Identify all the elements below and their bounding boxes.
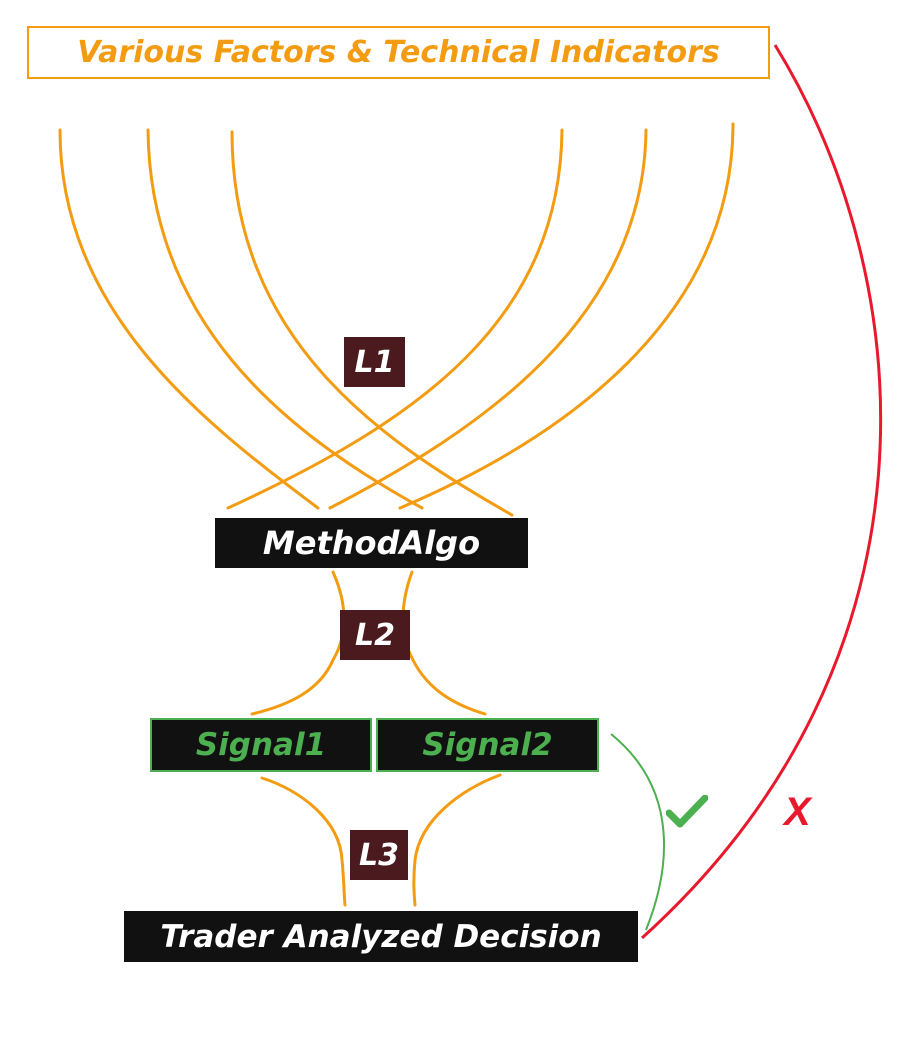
factors-title-box: Various Factors & Technical Indicators <box>27 26 770 79</box>
factor-curve-4 <box>226 128 564 510</box>
signal2-to-decision-curve <box>412 773 502 907</box>
factor-curve-1 <box>58 128 320 510</box>
factor-curve-3 <box>230 130 514 517</box>
layer2-curves <box>250 570 487 716</box>
layer3-curves <box>260 773 502 907</box>
accepted-path <box>610 733 666 931</box>
signal1-box: Signal1 <box>150 718 372 772</box>
method-algo-label: MethodAlgo <box>262 524 481 562</box>
factor-curve-5 <box>328 128 648 510</box>
check-icon <box>666 795 708 828</box>
signal1-to-decision-curve <box>260 776 347 907</box>
signal2-box: Signal2 <box>376 718 599 772</box>
factor-curve-2 <box>146 128 424 510</box>
cross-icon: X <box>784 790 811 834</box>
method-to-signal1-curve <box>250 570 346 716</box>
method-to-signal2-curve <box>401 570 487 716</box>
decision-label: Trader Analyzed Decision <box>160 918 602 955</box>
layer1-curves <box>58 122 735 517</box>
level-label-l3: L3 <box>350 830 408 880</box>
signal2-label: Signal2 <box>422 727 553 763</box>
signal1-label: Signal1 <box>195 727 327 763</box>
method-algo-box: MethodAlgo <box>215 518 528 568</box>
factors-title: Various Factors & Technical Indicators <box>77 35 720 70</box>
level-label-l1: L1 <box>344 337 405 387</box>
rejected-path <box>640 44 883 940</box>
decision-box: Trader Analyzed Decision <box>124 911 638 962</box>
factor-curve-6 <box>398 122 735 510</box>
level-label-l2: L2 <box>340 610 410 660</box>
